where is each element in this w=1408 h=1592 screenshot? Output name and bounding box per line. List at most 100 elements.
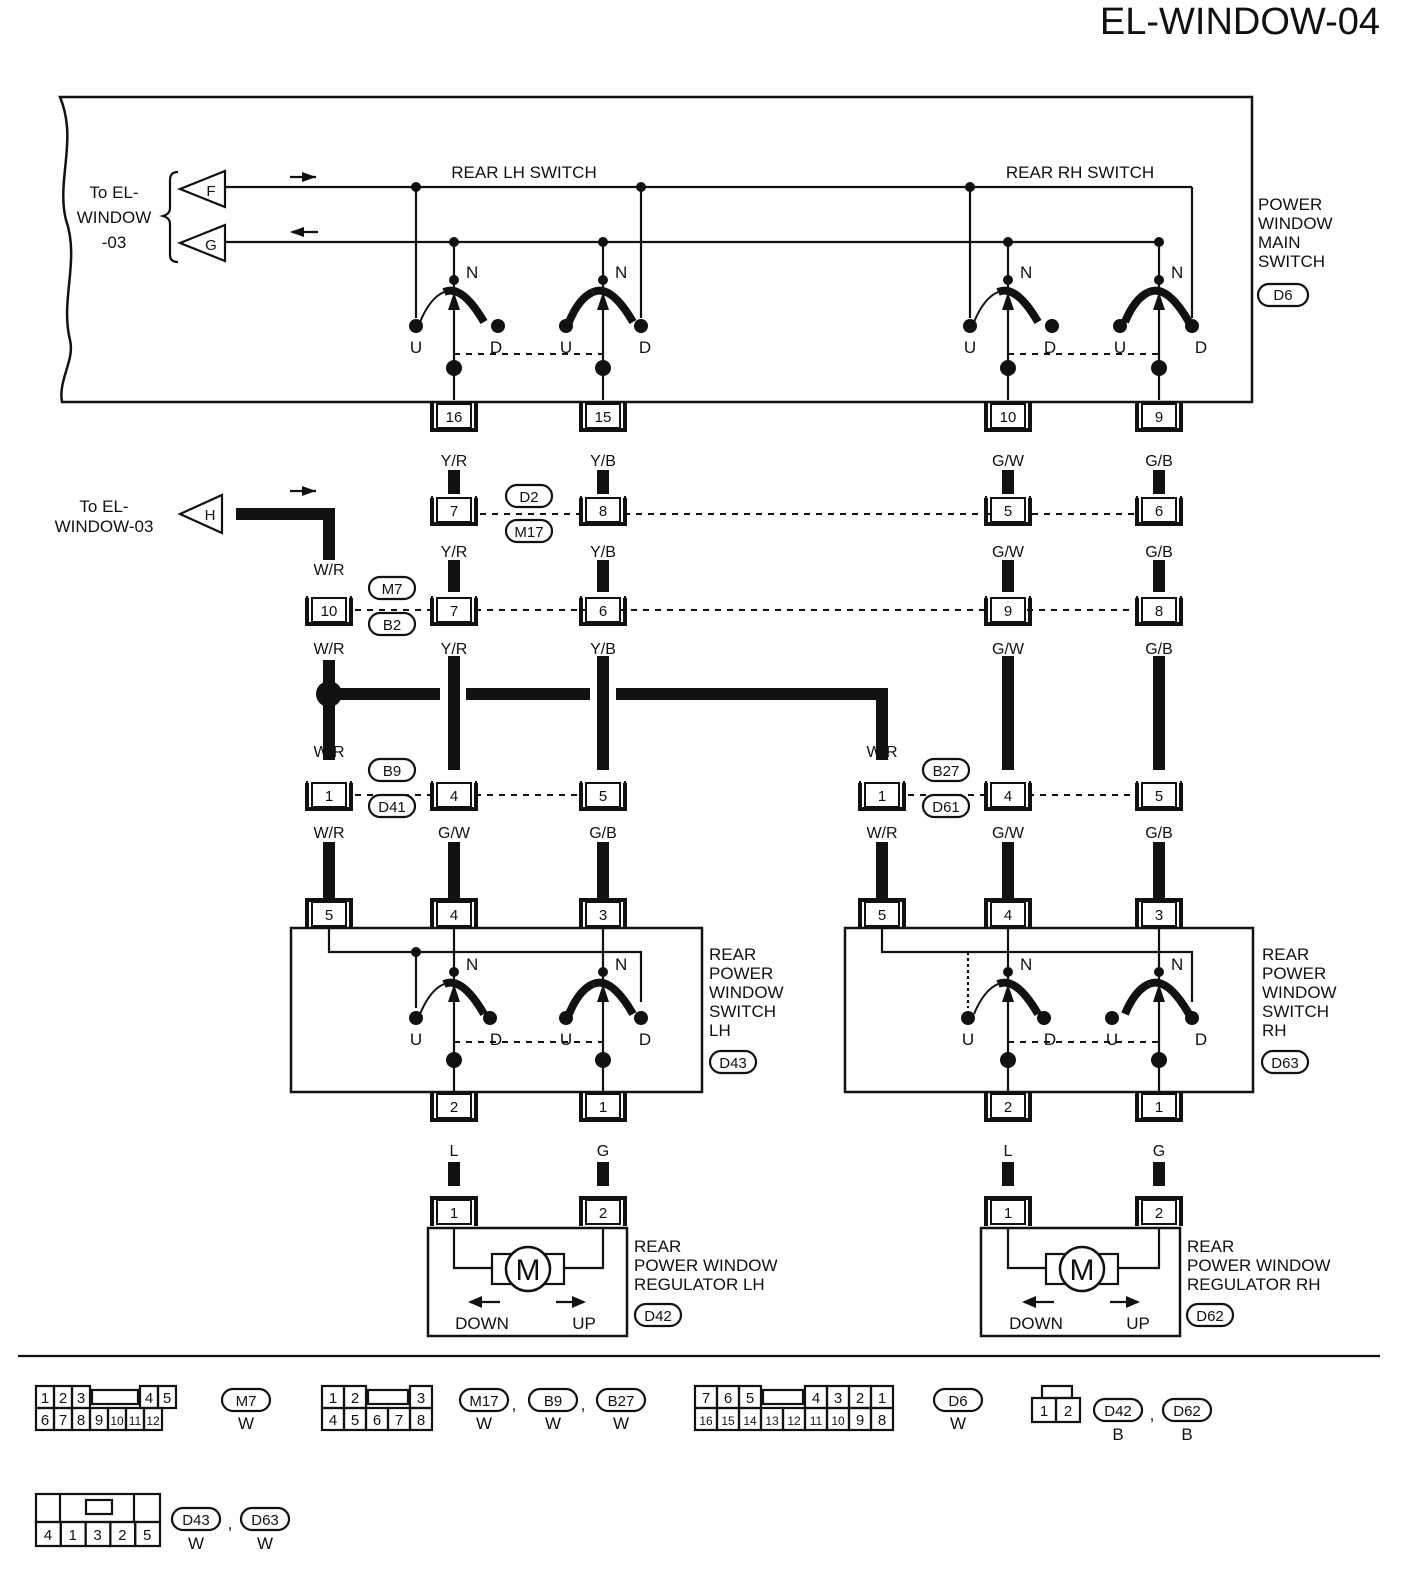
- svg-text:12: 12: [146, 1414, 160, 1428]
- offpage-connector-g: G: [177, 223, 227, 263]
- rear-switch-rh-pin-3: 3: [1135, 898, 1183, 928]
- main-terminal-16: 16: [430, 402, 478, 432]
- wire-color-labels: Y/R Y/B G/W G/B Y/R Y/B G/W G/B Y/R Y/B …: [313, 453, 1172, 1160]
- svg-text:U: U: [1114, 338, 1126, 357]
- svg-text:U: U: [560, 1030, 572, 1049]
- legend-badge-d42: D42: [1092, 1397, 1144, 1423]
- svg-text:8: 8: [599, 503, 607, 520]
- svg-text:4: 4: [450, 907, 458, 924]
- svg-text:D6: D6: [1273, 287, 1292, 304]
- svg-text:Y/B: Y/B: [590, 453, 616, 470]
- svg-text:,: ,: [581, 1395, 586, 1414]
- svg-text:5: 5: [325, 907, 333, 924]
- regulator-lh-pin-2: 2: [579, 1196, 627, 1226]
- svg-text:M: M: [516, 1254, 541, 1287]
- svg-text:D42: D42: [1104, 1403, 1132, 1420]
- svg-text:U: U: [560, 338, 572, 357]
- m7-pin-8: 8: [1135, 596, 1183, 626]
- svg-text:,: ,: [1150, 1405, 1155, 1424]
- svg-text:7: 7: [450, 503, 458, 520]
- svg-text:U: U: [410, 338, 422, 357]
- legend-badge-d6: D6: [932, 1387, 984, 1413]
- svg-text:W: W: [238, 1414, 254, 1433]
- svg-text:W/R: W/R: [313, 744, 344, 761]
- svg-text:D63: D63: [1271, 1055, 1299, 1072]
- svg-text:G: G: [1153, 1143, 1165, 1160]
- svg-text:5: 5: [878, 907, 886, 924]
- svg-text:W/R: W/R: [313, 562, 344, 579]
- svg-text:16: 16: [446, 409, 463, 426]
- svg-text:UP: UP: [572, 1314, 596, 1333]
- svg-text:7: 7: [395, 1412, 403, 1429]
- wire-h-color: W/R: [240, 507, 271, 524]
- svg-text:N: N: [1171, 955, 1183, 974]
- d2-pin-8: 8: [579, 496, 627, 526]
- svg-text:15: 15: [721, 1414, 735, 1428]
- svg-text:M17: M17: [514, 524, 543, 541]
- svg-text:2: 2: [1064, 1403, 1072, 1420]
- svg-text:Y/R: Y/R: [441, 641, 468, 658]
- svg-text:D: D: [1195, 1030, 1207, 1049]
- main-switch-connector-badge: D6: [1256, 282, 1310, 308]
- svg-text:3: 3: [1155, 907, 1163, 924]
- regulator-rh-pin-2: 2: [1135, 1196, 1183, 1226]
- svg-text:W: W: [188, 1534, 204, 1553]
- svg-text:,: ,: [228, 1514, 233, 1533]
- svg-text:10: 10: [321, 603, 338, 620]
- svg-text:N: N: [1171, 263, 1183, 282]
- main-terminal-9: 9: [1135, 402, 1183, 432]
- svg-text:D61: D61: [932, 799, 960, 816]
- svg-text:2: 2: [118, 1527, 126, 1544]
- svg-text:8: 8: [878, 1412, 886, 1429]
- svg-text:4: 4: [450, 788, 458, 805]
- svg-text:2: 2: [450, 1099, 458, 1116]
- svg-text:1: 1: [450, 1205, 458, 1222]
- svg-text:G/W: G/W: [992, 453, 1025, 470]
- svg-text:10: 10: [831, 1414, 845, 1428]
- badge-d2: D2: [504, 483, 554, 509]
- svg-text:1: 1: [325, 788, 333, 805]
- svg-text:9: 9: [1155, 409, 1163, 426]
- svg-text:5: 5: [163, 1390, 171, 1407]
- svg-text:8: 8: [77, 1412, 85, 1429]
- svg-text:9: 9: [856, 1412, 864, 1429]
- svg-text:M: M: [1070, 1254, 1095, 1287]
- svg-text:B9: B9: [383, 763, 401, 780]
- badge-b27: B27: [921, 757, 971, 783]
- svg-text:8: 8: [417, 1412, 425, 1429]
- svg-text:H: H: [205, 507, 216, 524]
- svg-text:1: 1: [1155, 1099, 1163, 1116]
- svg-text:D: D: [639, 1030, 651, 1049]
- d2-pin-7: 7: [430, 496, 478, 526]
- svg-text:11: 11: [810, 1414, 823, 1428]
- svg-text:D: D: [1044, 1030, 1056, 1049]
- svg-text:1: 1: [69, 1527, 77, 1544]
- rear-switch-rh-pin-1: 1: [1135, 1092, 1183, 1122]
- svg-text:14: 14: [743, 1414, 757, 1428]
- svg-text:W: W: [257, 1534, 273, 1553]
- legend-badge-d62: D62: [1161, 1397, 1213, 1423]
- regulator-lh-pin-1: 1: [430, 1196, 478, 1226]
- svg-text:D41: D41: [378, 799, 406, 816]
- svg-text:2: 2: [599, 1205, 607, 1222]
- rear-switch-rh-box: [843, 926, 1255, 1094]
- svg-text:Y/B: Y/B: [590, 544, 616, 561]
- badge-d43: D43: [708, 1049, 758, 1075]
- svg-text:3: 3: [834, 1390, 842, 1407]
- svg-text:4: 4: [812, 1390, 820, 1407]
- badge-b9: B9: [367, 757, 417, 783]
- badge-b2: B2: [367, 611, 417, 637]
- rear-switch-rh-pin-5: 5: [858, 898, 906, 928]
- legend-badge-b9: B9: [527, 1387, 579, 1413]
- rear-lh-switch-label: REAR LH SWITCH: [451, 163, 596, 182]
- svg-text:1: 1: [1004, 1205, 1012, 1222]
- svg-text:1: 1: [329, 1390, 337, 1407]
